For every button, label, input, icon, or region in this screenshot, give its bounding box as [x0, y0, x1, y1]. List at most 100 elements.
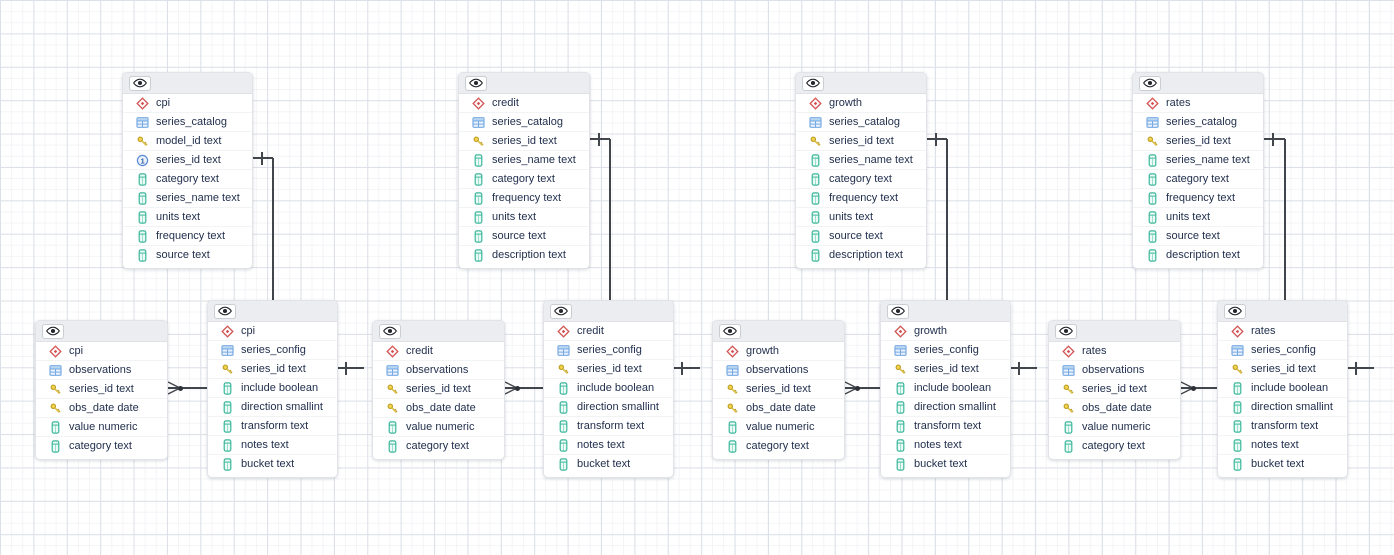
primary-key-icon — [726, 383, 739, 396]
column-row: category text — [713, 437, 844, 456]
schema-row: cpi — [208, 322, 337, 341]
eye-toggle-button[interactable] — [42, 323, 64, 339]
row-label: description text — [829, 249, 903, 261]
column-row: bucket text — [1218, 455, 1347, 474]
column-icon — [221, 438, 234, 452]
column-row: obs_date date — [713, 399, 844, 418]
entity-table-header[interactable] — [1133, 73, 1263, 94]
eye-toggle-button[interactable] — [550, 303, 572, 319]
table-rates-series_catalog[interactable]: rates series_catalog series_id text seri… — [1132, 72, 1264, 269]
row-label: source text — [1166, 229, 1220, 242]
row-label: transform text — [914, 419, 982, 432]
column-row: direction smallint — [1218, 398, 1347, 417]
column-icon — [1062, 420, 1075, 434]
eye-toggle-button[interactable] — [887, 303, 909, 319]
primary-key-icon — [557, 363, 570, 376]
column-icon — [557, 381, 570, 395]
entity-table-header[interactable] — [123, 73, 252, 94]
table-grid-icon — [49, 364, 62, 377]
eye-toggle-button[interactable] — [465, 75, 487, 91]
table-credit-series_config[interactable]: credit series_config series_id text incl… — [543, 300, 674, 478]
table-growth-series_config[interactable]: growth series_config series_id text incl… — [880, 300, 1011, 478]
entity-table-header[interactable] — [373, 321, 504, 342]
eye-toggle-button[interactable] — [129, 75, 151, 91]
row-label: frequency text — [829, 191, 899, 204]
eye-toggle-button[interactable] — [1224, 303, 1246, 319]
column-icon — [136, 249, 149, 262]
column-row: bucket text — [881, 455, 1010, 474]
primary-key-icon — [49, 383, 62, 396]
column-row: description text — [459, 246, 589, 265]
column-icon — [136, 210, 149, 224]
eye-toggle-button[interactable] — [1139, 75, 1161, 91]
row-label: observations — [1082, 363, 1145, 376]
column-icon — [472, 191, 485, 205]
table-rates-series_config[interactable]: rates series_config series_id text inclu… — [1217, 300, 1348, 478]
row-label: growth — [914, 324, 948, 337]
table-cpi-observations[interactable]: cpi observations series_id text obs_date… — [35, 320, 168, 460]
column-row: transform text — [1218, 417, 1347, 436]
eye-toggle-button[interactable] — [802, 75, 824, 91]
column-row: frequency text — [459, 189, 589, 208]
column-row: series_id text — [36, 380, 167, 399]
row-label: series_name text — [156, 191, 240, 204]
column-icon — [894, 400, 907, 414]
eye-toggle-button[interactable] — [214, 303, 236, 319]
eye-toggle-button[interactable] — [719, 323, 741, 339]
schema-diamond-icon — [472, 96, 485, 110]
primary-key-icon — [472, 135, 485, 148]
relationship-line — [1264, 138, 1285, 140]
row-label: growth — [829, 96, 863, 109]
row-label: rates — [1166, 96, 1191, 109]
row-label: units text — [829, 210, 874, 223]
entity-table-header[interactable] — [208, 301, 337, 322]
entity-table-header[interactable] — [1049, 321, 1180, 342]
row-label: direction smallint — [577, 400, 659, 413]
schema-diamond-icon — [1146, 96, 1159, 110]
column-row: notes text — [544, 436, 673, 455]
entity-table-header[interactable] — [796, 73, 926, 94]
entity-table-header[interactable] — [544, 301, 673, 322]
column-row: category text — [373, 437, 504, 456]
table-credit-series_catalog[interactable]: credit series_catalog series_id text ser… — [458, 72, 590, 269]
table-rates-observations[interactable]: rates observations series_id text obs_da… — [1048, 320, 1181, 460]
column-icon — [1231, 400, 1244, 414]
column-row: obs_date date — [1049, 399, 1180, 418]
eye-toggle-button[interactable] — [1055, 323, 1077, 339]
entity-table-header[interactable] — [459, 73, 589, 94]
table-grid-icon — [136, 116, 149, 129]
column-icon — [472, 210, 485, 224]
column-row: transform text — [544, 417, 673, 436]
table-cpi-series_catalog[interactable]: cpi series_catalog model_id text 1 serie… — [122, 72, 253, 269]
entity-rows: growth observations series_id text obs_d… — [713, 342, 844, 456]
column-row: category text — [1049, 437, 1180, 456]
many-crowfoot-marker — [504, 381, 519, 400]
entity-table-header[interactable] — [36, 321, 167, 342]
eye-toggle-button[interactable] — [379, 323, 401, 339]
column-row: source text — [796, 227, 926, 246]
table-growth-series_catalog[interactable]: growth series_catalog series_id text ser… — [795, 72, 927, 269]
entity-table-header[interactable] — [1218, 301, 1347, 322]
row-label: units text — [1166, 210, 1211, 223]
column-row: series_id text — [881, 360, 1010, 379]
row-label: include boolean — [914, 381, 992, 394]
column-row: source text — [123, 246, 252, 265]
table-name-row: observations — [1049, 361, 1180, 380]
table-name-row: series_catalog — [459, 113, 589, 132]
column-row: frequency text — [1133, 189, 1263, 208]
table-credit-observations[interactable]: credit observations series_id text obs_d… — [372, 320, 505, 460]
column-icon — [386, 420, 399, 434]
table-growth-observations[interactable]: growth observations series_id text obs_d… — [712, 320, 845, 460]
table-cpi-series_config[interactable]: cpi series_config series_id text include… — [207, 300, 338, 478]
entity-table-header[interactable] — [881, 301, 1010, 322]
primary-key-icon — [1146, 135, 1159, 148]
entity-table-header[interactable] — [713, 321, 844, 342]
entity-rows: rates observations series_id text obs_da… — [1049, 342, 1180, 456]
row-label: category text — [406, 440, 469, 452]
table-name-row: observations — [36, 361, 167, 380]
column-icon — [49, 440, 62, 453]
column-icon — [472, 229, 485, 243]
row-label: notes text — [577, 438, 625, 451]
column-row: series_name text — [459, 151, 589, 170]
